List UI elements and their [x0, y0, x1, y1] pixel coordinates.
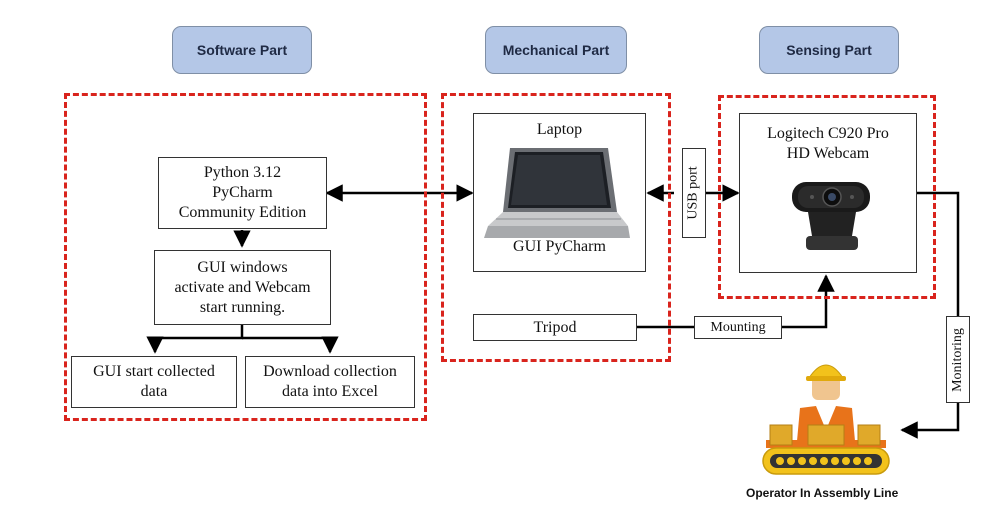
laptop-title: Laptop — [536, 121, 583, 138]
gui-collect-line-1: GUI start collected — [93, 363, 215, 380]
laptop-box: Laptop GUI PyCharm — [473, 113, 646, 272]
gui-collect-line-2: data — [140, 383, 168, 400]
mechanical-group-frame — [441, 93, 671, 362]
arrow-gui-split — [146, 325, 244, 354]
download-excel-box: Download collection data into Excel — [245, 356, 415, 408]
operator-caption: Operator In Assembly Line — [746, 486, 899, 500]
laptop-icon — [484, 148, 630, 238]
header-mechanical-part: Mechanical Part — [485, 26, 627, 74]
gui-windows-line-1: GUI windows — [197, 258, 288, 276]
usb-port-label: USB port — [682, 148, 706, 238]
gui-windows-box: GUI windows activate and Webcam start ru… — [154, 250, 331, 325]
sensing-group-frame — [718, 95, 936, 299]
gui-windows-line-2: activate and Webcam — [174, 278, 311, 296]
line-webcam-monitoring — [917, 191, 960, 316]
usb-port-text: USB port — [686, 166, 702, 220]
python-pycharm-box: Python 3.12 PyCharm Community Edition — [158, 157, 327, 229]
monitoring-label: Monitoring — [946, 316, 970, 403]
arrow-monitoring-operator — [900, 403, 960, 439]
monitoring-text: Monitoring — [950, 327, 965, 392]
webcam-box: Logitech C920 Pro HD Webcam — [739, 113, 917, 273]
webcam-icon — [792, 182, 870, 250]
gui-collect-box: GUI start collected data — [71, 356, 237, 408]
operator-illustration — [762, 364, 890, 475]
arrow-gui-split-right — [242, 336, 339, 354]
arrow-mounting-webcam — [782, 274, 835, 329]
python-line-3: Community Edition — [178, 204, 307, 221]
webcam-line-2: HD Webcam — [786, 145, 870, 162]
laptop-caption: GUI PyCharm — [513, 238, 606, 255]
gui-windows-line-3: start running. — [199, 298, 286, 316]
header-sensing-part: Sensing Part — [759, 26, 899, 74]
download-line-2: data into Excel — [282, 383, 378, 400]
mounting-label: Mounting — [694, 316, 782, 339]
download-line-1: Download collection — [263, 363, 397, 380]
python-line-2: PyCharm — [212, 184, 273, 201]
software-group-frame — [64, 93, 427, 421]
tripod-box: Tripod — [473, 314, 637, 341]
webcam-line-1: Logitech C920 Pro — [767, 125, 889, 142]
python-line-1: Python 3.12 — [203, 164, 282, 181]
header-software-part: Software Part — [172, 26, 312, 74]
